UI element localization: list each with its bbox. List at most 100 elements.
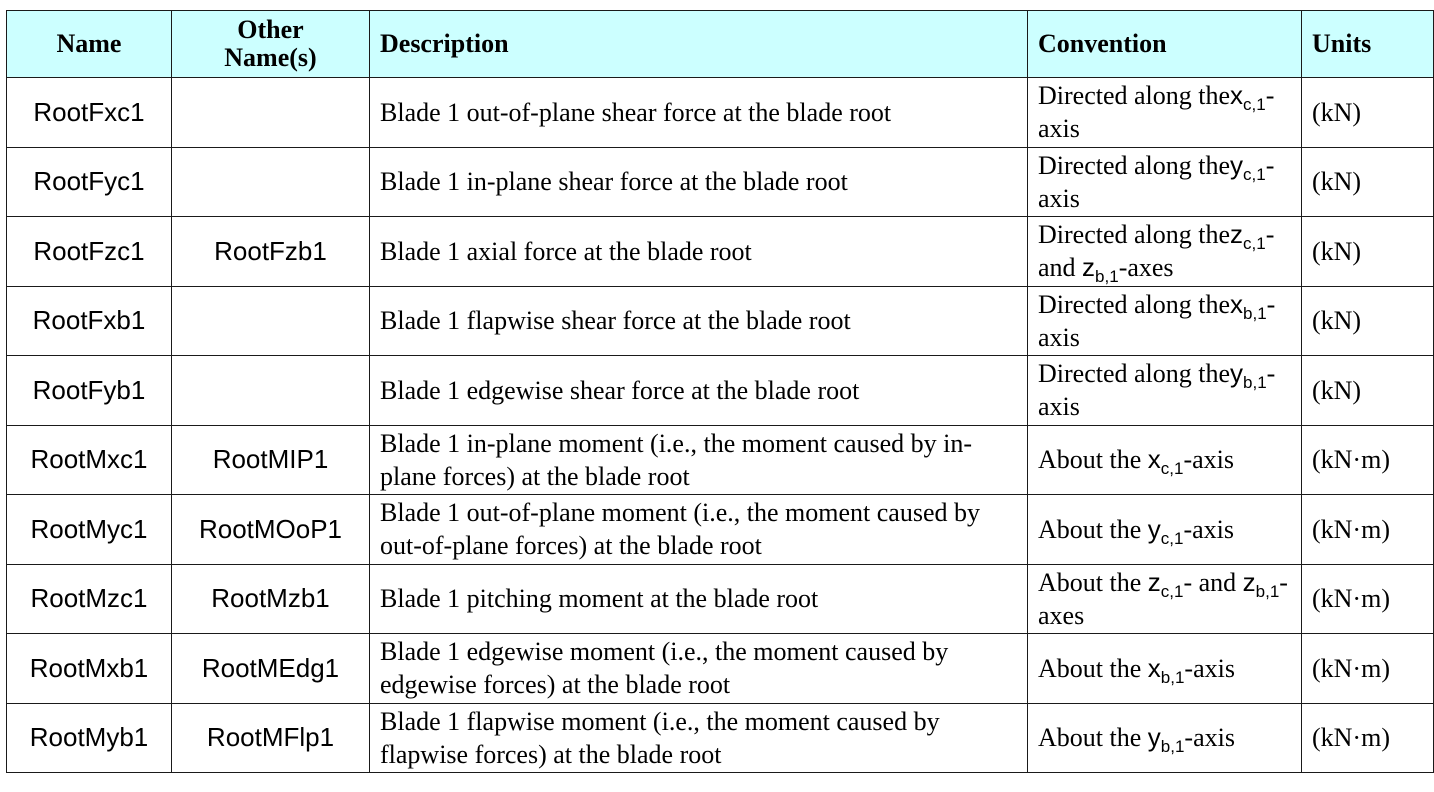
cell-convention: About the xb,1-axis xyxy=(1027,633,1302,704)
cell-other-names xyxy=(171,77,370,148)
convention-prefix: Directed along the xyxy=(1038,359,1231,389)
convention-suffix: -axis xyxy=(1184,723,1235,753)
cell-description: Blade 1 in-plane shear force at the blad… xyxy=(369,146,1028,217)
convention-subscript: c,1 xyxy=(1160,581,1184,601)
convention-subscript-2: b,1 xyxy=(1095,267,1119,286)
cell-units: (kN·m) xyxy=(1301,633,1434,704)
table-row: RootFzc1 RootFzb1 Blade 1 axial force at… xyxy=(6,216,1434,287)
convention-prefix: Directed along the xyxy=(1038,220,1231,250)
cell-units: (kN·m) xyxy=(1301,424,1434,495)
convention-subscript: c,1 xyxy=(1243,234,1266,254)
header-description: Description xyxy=(369,10,1028,78)
convention-suffix: -axis xyxy=(1038,150,1275,213)
convention-suffix: -axes xyxy=(1118,253,1174,283)
convention-symbol: y xyxy=(1230,149,1244,180)
cell-units: (kN) xyxy=(1301,355,1434,426)
convention-symbol: x xyxy=(1230,288,1244,319)
convention-subscript: c,1 xyxy=(1243,95,1266,115)
convention-suffix: -axis xyxy=(1183,445,1234,475)
cell-convention: Directed along thezc,1- and zb,1-axes xyxy=(1027,216,1302,287)
table-row: RootFxb1 Blade 1 flapwise shear force at… xyxy=(6,285,1434,356)
cell-other-names: RootMOoP1 xyxy=(171,494,370,565)
cell-description: Blade 1 pitching moment at the blade roo… xyxy=(369,563,1028,634)
cell-units: (kN) xyxy=(1301,285,1434,356)
cell-description: Blade 1 out-of-plane moment (i.e., the m… xyxy=(369,494,1028,565)
convention-subscript-2: b,1 xyxy=(1255,581,1280,601)
cell-units: (kN·m) xyxy=(1301,702,1434,773)
convention-joiner: - and xyxy=(1038,220,1275,283)
cell-other-names xyxy=(171,285,370,356)
cell-convention: About the zc,1- and zb,1-axes xyxy=(1027,563,1302,634)
cell-units: (kN·m) xyxy=(1301,563,1434,634)
convention-prefix: About the xyxy=(1038,445,1148,475)
cell-convention: Directed along theyc,1-axis xyxy=(1027,146,1302,217)
table-row: RootMyb1 RootMFlp1 Blade 1 flapwise mome… xyxy=(6,702,1434,773)
table-row: RootFyc1 Blade 1 in-plane shear force at… xyxy=(6,146,1434,217)
cell-name: RootMxc1 xyxy=(6,424,172,495)
output-channels-table: Name Other Name(s) Description Conventio… xyxy=(6,10,1434,773)
convention-subscript: b,1 xyxy=(1160,667,1185,687)
convention-symbol-2: z xyxy=(1082,252,1096,283)
convention-suffix: -axis xyxy=(1038,81,1275,144)
cell-other-names xyxy=(171,146,370,217)
convention-symbol: y xyxy=(1147,722,1161,753)
cell-units: (kN) xyxy=(1301,146,1434,217)
cell-other-names: RootMFlp1 xyxy=(171,702,370,773)
cell-convention: About the yb,1-axis xyxy=(1027,702,1302,773)
header-other-names: Other Name(s) xyxy=(171,10,370,78)
cell-other-names: RootMEdg1 xyxy=(171,633,370,704)
convention-prefix: About the xyxy=(1038,567,1148,597)
cell-name: RootMyb1 xyxy=(6,702,172,773)
convention-joiner: - and xyxy=(1183,567,1243,597)
cell-description: Blade 1 axial force at the blade root xyxy=(369,216,1028,287)
convention-prefix: About the xyxy=(1038,653,1148,683)
convention-suffix: -axis xyxy=(1183,514,1234,544)
table-row: RootMyc1 RootMOoP1 Blade 1 out-of-plane … xyxy=(6,494,1434,565)
convention-subscript: c,1 xyxy=(1160,528,1184,548)
convention-suffix: -axis xyxy=(1038,289,1276,352)
cell-name: RootFyb1 xyxy=(6,355,172,426)
convention-symbol: x xyxy=(1147,652,1161,683)
cell-description: Blade 1 edgewise shear force at the blad… xyxy=(369,355,1028,426)
cell-convention: Directed along thexb,1-axis xyxy=(1027,285,1302,356)
cell-units: (kN) xyxy=(1301,216,1434,287)
cell-convention: Directed along thexc,1-axis xyxy=(1027,77,1302,148)
convention-prefix: About the xyxy=(1038,723,1148,753)
convention-symbol: y xyxy=(1147,513,1161,544)
cell-name: RootMzc1 xyxy=(6,563,172,634)
cell-description: Blade 1 flapwise shear force at the blad… xyxy=(369,285,1028,356)
convention-subscript: c,1 xyxy=(1243,164,1266,184)
table-row: RootMxb1 RootMEdg1 Blade 1 edgewise mome… xyxy=(6,633,1434,704)
header-other-line2: Name(s) xyxy=(224,43,317,72)
convention-subscript: b,1 xyxy=(1243,373,1267,393)
convention-suffix: -axes xyxy=(1038,567,1288,630)
convention-symbol-2: z xyxy=(1242,566,1256,597)
cell-other-names: RootMIP1 xyxy=(171,424,370,495)
cell-other-names: RootMzb1 xyxy=(171,563,370,634)
cell-name: RootFxb1 xyxy=(6,285,172,356)
convention-symbol: z xyxy=(1147,566,1161,597)
cell-description: Blade 1 out-of-plane shear force at the … xyxy=(369,77,1028,148)
convention-symbol: x xyxy=(1147,444,1161,475)
cell-description: Blade 1 in-plane moment (i.e., the momen… xyxy=(369,424,1028,495)
convention-symbol: y xyxy=(1230,358,1244,389)
header-convention: Convention xyxy=(1027,10,1302,78)
cell-units: (kN) xyxy=(1301,77,1434,148)
cell-name: RootFyc1 xyxy=(6,146,172,217)
cell-description: Blade 1 flapwise moment (i.e., the momen… xyxy=(369,702,1028,773)
convention-prefix: About the xyxy=(1038,514,1148,544)
convention-prefix: Directed along the xyxy=(1038,81,1231,111)
table-row: RootFyb1 Blade 1 edgewise shear force at… xyxy=(6,355,1434,426)
table-row: RootMxc1 RootMIP1 Blade 1 in-plane momen… xyxy=(6,424,1434,495)
table-header: Name Other Name(s) Description Conventio… xyxy=(6,10,1434,78)
cell-description: Blade 1 edgewise moment (i.e., the momen… xyxy=(369,633,1028,704)
cell-other-names: RootFzb1 xyxy=(171,216,370,287)
cell-name: RootMxb1 xyxy=(6,633,172,704)
table-row: RootMzc1 RootMzb1 Blade 1 pitching momen… xyxy=(6,563,1434,634)
convention-symbol: x xyxy=(1230,80,1244,111)
table-body: RootFxc1 Blade 1 out-of-plane shear forc… xyxy=(6,77,1434,773)
convention-subscript: b,1 xyxy=(1160,737,1185,757)
cell-name: RootMyc1 xyxy=(6,494,172,565)
cell-convention: About the yc,1-axis xyxy=(1027,494,1302,565)
convention-prefix: Directed along the xyxy=(1038,289,1231,319)
